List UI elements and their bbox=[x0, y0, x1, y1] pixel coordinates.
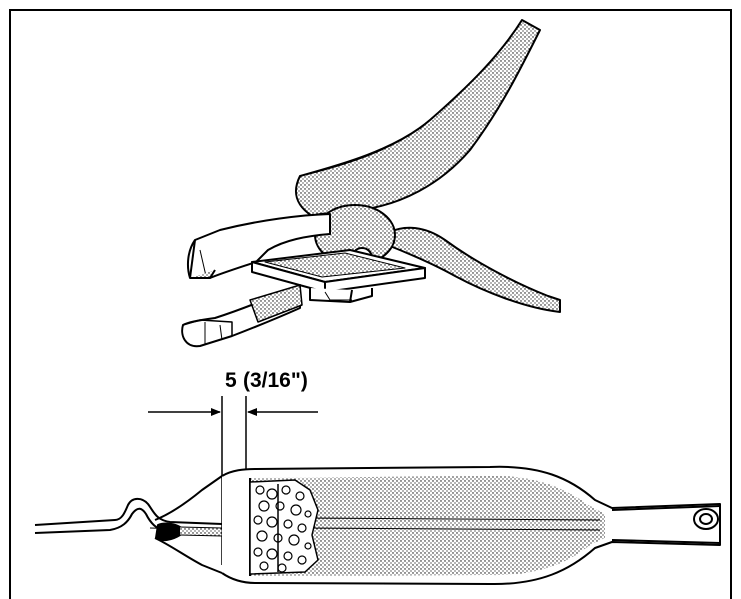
crimping-pliers bbox=[181, 19, 561, 348]
capsule-filling bbox=[250, 475, 605, 576]
ampoule bbox=[34, 465, 721, 586]
lower-handle bbox=[389, 226, 561, 313]
left-lead-wire bbox=[34, 497, 223, 526]
dimension-value: 5 bbox=[225, 369, 237, 392]
dimension-imperial: (3/16") bbox=[243, 369, 308, 392]
dimension-callout: 5 (3/16") bbox=[148, 369, 318, 565]
figure-frame bbox=[9, 9, 732, 599]
granular-packing bbox=[249, 479, 319, 575]
right-lead bbox=[611, 505, 721, 544]
upper-handle bbox=[294, 19, 541, 217]
